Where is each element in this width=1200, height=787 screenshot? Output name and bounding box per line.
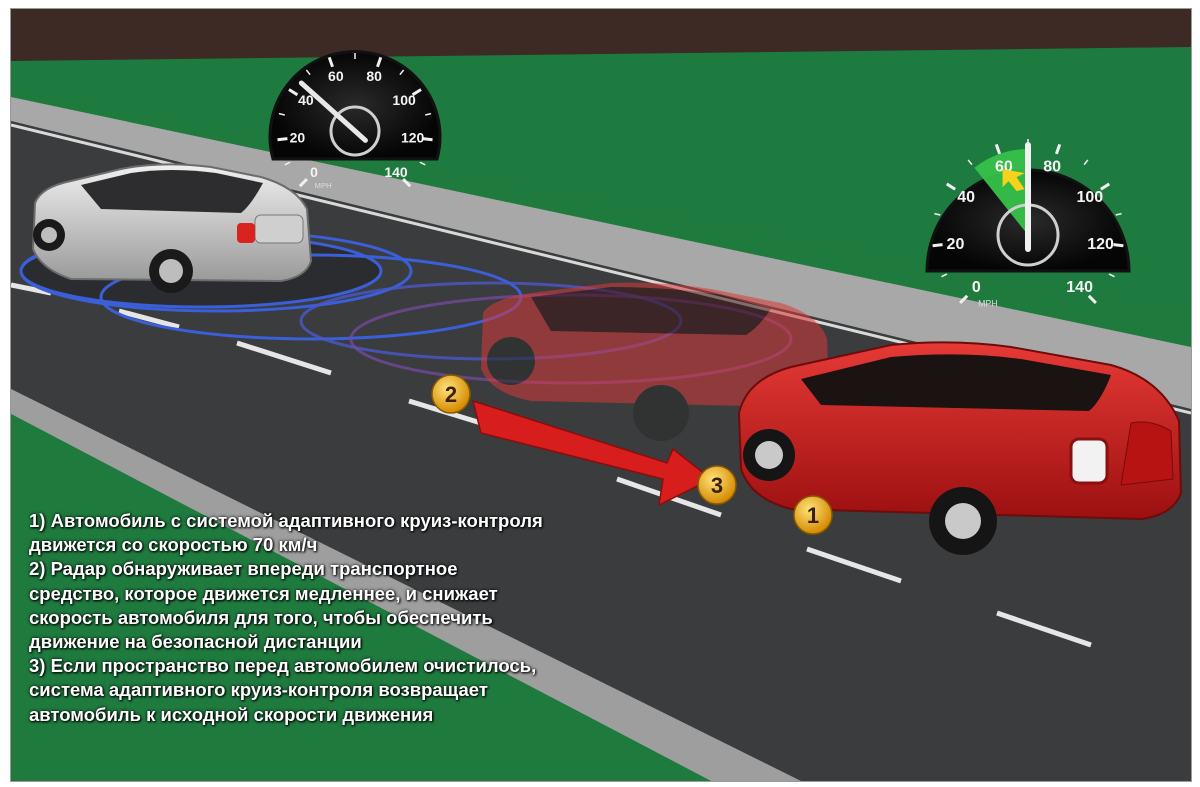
near-sidewalk xyxy=(11,389,801,781)
caption-line: 1) Автомобиль с системой адаптивного кру… xyxy=(29,510,543,531)
gauge-tick xyxy=(411,88,422,97)
caption-line: 3) Если пространство перед автомобилем о… xyxy=(29,655,537,677)
gauge-tick-label: 40 xyxy=(957,189,975,206)
gauge-tick xyxy=(945,182,956,191)
gauge-tick xyxy=(425,112,432,116)
gauge-tick xyxy=(1108,273,1115,278)
gauge-tick xyxy=(994,143,1002,155)
gauge-unit: MPH xyxy=(978,299,998,309)
gauge-tick-label: 0 xyxy=(972,279,981,296)
gauge-tick-label: 80 xyxy=(1043,159,1061,176)
far-sidewalk xyxy=(11,97,1191,409)
caption-line: скорость автомобиля для того, чтобы обес… xyxy=(29,606,493,628)
caption-line: автомобиль к исходной скорости движения xyxy=(29,703,434,725)
marker-1: 1 xyxy=(793,495,833,535)
red-car xyxy=(737,341,1183,555)
gauge-tick xyxy=(298,178,308,188)
gauge-tick-label: 80 xyxy=(366,68,382,84)
gauge-tick xyxy=(934,212,941,216)
caption-line: движется со скоростью 70 км/ч xyxy=(29,534,318,556)
gauge-tick-label: 100 xyxy=(392,92,416,108)
gauge-tick xyxy=(422,137,433,142)
caption-line: система адаптивного круиз-контроля возвр… xyxy=(29,679,488,701)
marker-2: 2 xyxy=(431,374,471,414)
gauge-tick-label: 20 xyxy=(947,236,965,253)
ghost-red-car xyxy=(481,282,829,441)
marker-1-label: 1 xyxy=(807,503,819,528)
gauge-tick xyxy=(932,243,943,248)
gauge-tick xyxy=(1115,212,1122,216)
set-speed-zone xyxy=(974,149,1028,235)
gauge-tick xyxy=(1083,159,1089,166)
gauge-tick xyxy=(327,56,334,68)
gauge-tick xyxy=(305,69,311,76)
gauge-tick-label: 20 xyxy=(290,129,306,145)
marker-3-label: 3 xyxy=(711,473,723,498)
caption-line: средство, которое движется медленнее, и … xyxy=(29,582,498,604)
caption: 1) Автомобиль с системой адаптивного кру… xyxy=(29,509,629,727)
gauge-tick xyxy=(1100,182,1111,191)
gauge-left-needle xyxy=(298,80,368,143)
gauge-tick xyxy=(1054,143,1062,155)
gauge-tick xyxy=(1113,243,1124,248)
gauge-tick xyxy=(402,178,412,188)
gauge-tick xyxy=(376,56,383,68)
gauge-tick-label: 40 xyxy=(298,92,314,108)
silver-car xyxy=(31,163,313,293)
marker-2-label: 2 xyxy=(445,382,457,407)
gauge-tick-label: 60 xyxy=(328,68,344,84)
gauge-tick-label: 140 xyxy=(384,164,408,180)
caption-line: 2) Радар обнаруживает впереди транспортн… xyxy=(29,558,458,580)
gauge-tick xyxy=(277,137,288,142)
gauge-tick xyxy=(288,88,299,97)
gauge-tick xyxy=(284,161,291,166)
near-grass xyxy=(11,414,711,781)
gauge-tick xyxy=(1087,294,1097,304)
gauge-tick xyxy=(419,161,426,166)
deceleration-arrow xyxy=(471,399,713,507)
marker-3: 3 xyxy=(697,465,737,505)
gauge-tick xyxy=(399,69,405,76)
gauge-tick-label: 120 xyxy=(401,129,425,145)
gauge-tick-label: 140 xyxy=(1066,279,1093,296)
gauge-tick xyxy=(959,294,969,304)
gauge-tick-label: 0 xyxy=(310,164,318,180)
gauge-tick xyxy=(941,273,948,278)
gauge-tick-label: 100 xyxy=(1076,189,1103,206)
gauge-unit: MPH xyxy=(315,181,332,190)
gauge-tick xyxy=(967,159,973,166)
gauge-tick-label: 120 xyxy=(1087,236,1114,253)
set-speed-arrow-icon xyxy=(1002,169,1025,192)
gauge-tick xyxy=(278,112,285,116)
caption-line: движение на безопасной дистанции xyxy=(29,631,362,653)
